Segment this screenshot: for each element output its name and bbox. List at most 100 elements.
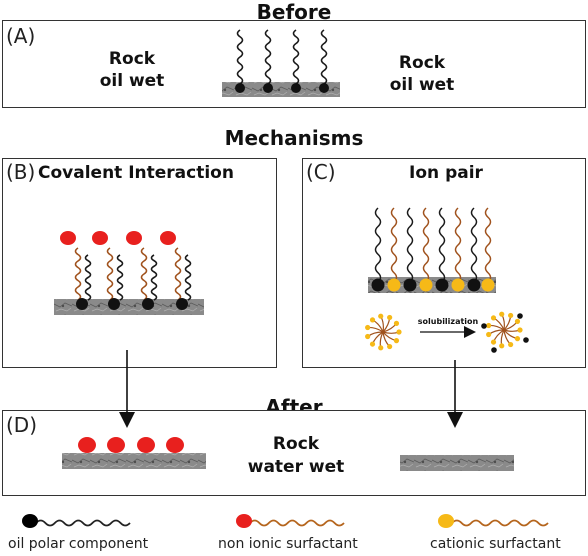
oil-head <box>108 298 120 310</box>
legend-head <box>438 514 454 528</box>
micelle-before-head <box>387 343 393 350</box>
micelle-before-head <box>393 320 400 326</box>
oil-head <box>291 83 301 93</box>
oil-head <box>235 83 245 93</box>
cationic-tail <box>422 207 430 283</box>
nonionic-head <box>107 437 125 453</box>
oil-chain <box>438 207 446 283</box>
cationic-head <box>481 278 495 292</box>
nonionic-head <box>92 231 108 245</box>
solubilized-oil-head <box>481 323 487 329</box>
cationic-tail <box>454 207 462 283</box>
panel-a-letter: (A) <box>6 24 36 48</box>
micelle-after-head <box>486 331 492 338</box>
micelle-after-head <box>499 311 505 317</box>
oil-head <box>142 298 154 310</box>
cationic-tail <box>390 207 398 283</box>
oil-chain <box>184 254 192 301</box>
micelle-after-head <box>514 318 521 324</box>
panel-c-micelles <box>365 311 529 353</box>
panel-c-ion-pair <box>302 158 586 368</box>
micelle-after-head <box>499 343 505 349</box>
micelle-before-head <box>378 345 384 351</box>
panel-b-chains <box>60 231 192 310</box>
micelle-after-head <box>490 315 497 321</box>
oil-chain <box>150 254 158 301</box>
panel-d-nonionic-heads <box>78 437 184 453</box>
micelle-after-head <box>517 327 523 333</box>
cationic-head <box>387 278 401 292</box>
nonionic-head <box>160 231 176 245</box>
oil-head <box>435 278 449 292</box>
nonionic-tail <box>140 247 148 301</box>
nonionic-head <box>78 437 96 453</box>
micelle-before-head <box>369 341 376 347</box>
oil-chain <box>264 29 272 85</box>
nonionic-head <box>166 437 184 453</box>
oil-head <box>176 298 188 310</box>
oil-chain <box>406 207 414 283</box>
nonionic-head <box>137 437 155 453</box>
oil-chain <box>374 207 382 283</box>
oil-head <box>371 278 385 292</box>
oil-chain <box>116 254 124 301</box>
panel-a-rock <box>222 82 340 97</box>
micelle-before-head <box>365 333 371 340</box>
micelle-after-head <box>490 339 497 345</box>
oil-chain <box>292 29 300 85</box>
cationic-tail <box>484 207 492 283</box>
legend-head <box>236 514 252 528</box>
micelle-before-head <box>369 317 376 323</box>
panel-d-label: Rock water wet <box>247 434 345 477</box>
micelle-before-head <box>387 314 393 321</box>
nonionic-tail <box>74 247 82 301</box>
oil-head <box>467 278 481 292</box>
micelle-after-head <box>486 322 492 329</box>
nonionic-tail <box>106 247 114 301</box>
micelle-after-head <box>508 312 514 319</box>
legend-tail <box>451 519 549 527</box>
oil-chain <box>320 29 328 85</box>
nonionic-tail <box>174 247 182 301</box>
legend-label-cationic: cationic surfactant <box>430 536 561 552</box>
legend-head <box>22 514 38 528</box>
panel-b-rock <box>54 299 204 315</box>
legend-tail <box>249 519 345 527</box>
micelle-before-head <box>378 313 384 319</box>
cationic-head <box>451 278 465 292</box>
panel-c-title: Ion pair <box>409 163 483 183</box>
legend-label-oil-polar: oil polar component <box>8 536 149 552</box>
micelle-before-head <box>393 338 400 344</box>
oil-chain <box>84 254 92 301</box>
solubilized-oil-head <box>523 337 529 343</box>
panel-b-letter: (B) <box>6 160 36 184</box>
oil-chain <box>470 207 478 283</box>
panel-c-letter: (C) <box>306 160 336 184</box>
micelle-before-head <box>396 329 402 335</box>
panel-b-title: Covalent Interaction <box>38 163 234 183</box>
oil-chain <box>236 29 244 85</box>
panel-c-chains <box>371 207 495 292</box>
oil-head <box>319 83 329 93</box>
panel-a-oil-chains <box>235 29 329 93</box>
panel-d-letter: (D) <box>6 413 38 437</box>
solubilized-oil-head <box>517 313 523 319</box>
oil-head <box>76 298 88 310</box>
legend-label-nonionic: non ionic surfactant <box>218 536 358 552</box>
section-heading-mechanisms: Mechanisms <box>224 126 364 150</box>
micelle-before-head <box>365 324 371 331</box>
legend-tail <box>35 519 131 527</box>
solubilized-oil-head <box>491 347 497 353</box>
nonionic-head <box>60 231 76 245</box>
panel-d-rock-left <box>62 453 206 469</box>
micelle-after-head <box>514 336 521 342</box>
panel-c-arrow-label: solubilization <box>417 317 479 326</box>
oil-head <box>403 278 417 292</box>
cationic-head <box>419 278 433 292</box>
panel-a-right-label: Rock oil wet <box>389 53 455 95</box>
panel-a-left-label: Rock oil wet <box>99 49 165 91</box>
panel-b-covalent <box>2 158 277 368</box>
nonionic-head <box>126 231 142 245</box>
oil-head <box>263 83 273 93</box>
